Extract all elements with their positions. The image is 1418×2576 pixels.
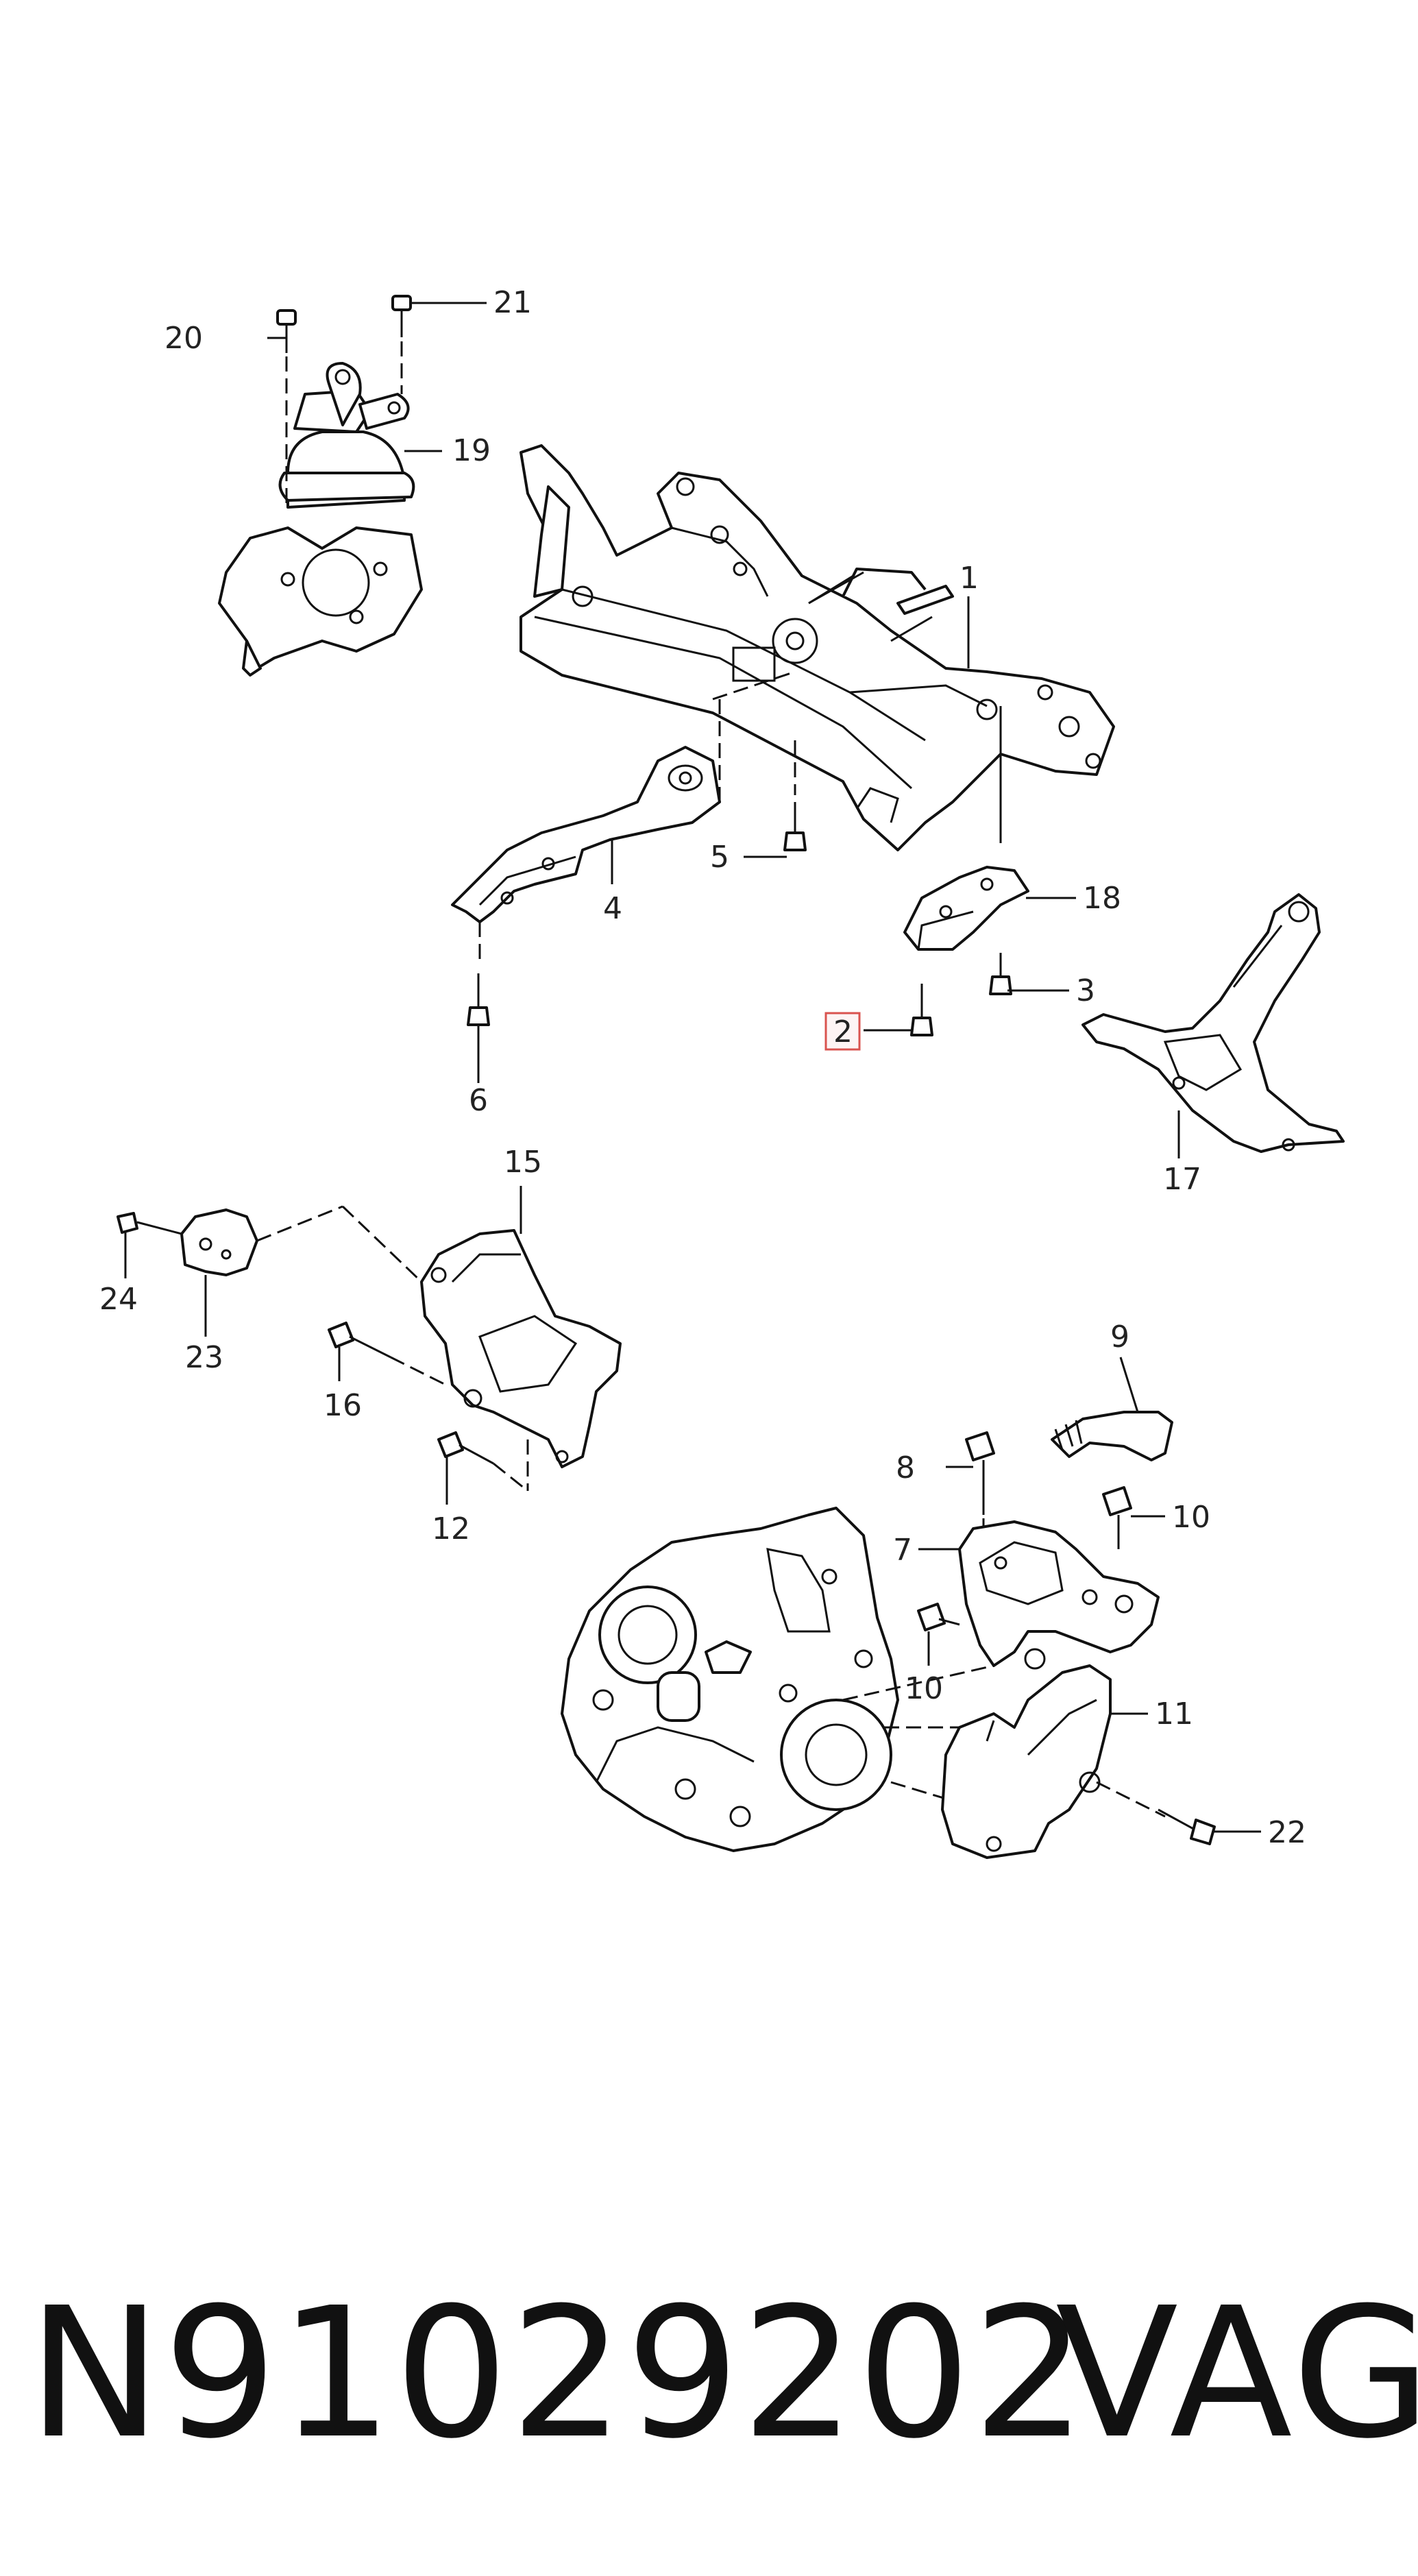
callout-22: 22 (1268, 1815, 1306, 1850)
callout-17: 17 (1163, 1162, 1201, 1197)
subframe-1 (519, 444, 1115, 851)
bolt-5 (783, 802, 807, 851)
callout-20: 20 (164, 321, 203, 356)
bolt-20 (276, 309, 297, 507)
gearbox-mount-7 (958, 1520, 1160, 1670)
bolt-6 (467, 973, 490, 1069)
bolt-22 (1158, 1808, 1216, 1845)
torque-rod-4 (451, 670, 796, 963)
transmission (561, 1507, 994, 1852)
callout-1: 1 (959, 561, 979, 596)
long-bolts (808, 574, 933, 642)
callout-5: 5 (710, 840, 729, 875)
callout-8: 8 (896, 1450, 915, 1485)
bolt-8 (965, 1431, 995, 1535)
footer: N91029202 VAG (27, 2269, 1418, 2478)
control-arm-17 (1081, 893, 1345, 1153)
part-number: N91029202 (27, 2269, 1088, 2478)
callout-12: 12 (432, 1511, 470, 1546)
callout-7: 7 (893, 1533, 912, 1568)
bracket-23 (180, 1205, 343, 1276)
callout-18: 18 (1083, 881, 1121, 916)
bolt-16 (328, 1322, 446, 1386)
leader-lines (124, 302, 1261, 1833)
bolt-21 (391, 295, 412, 394)
callout-6: 6 (469, 1083, 488, 1118)
highlight-box-part-2 (824, 1012, 861, 1051)
bracket-11 (941, 1664, 1166, 1859)
bolt-24 (117, 1212, 182, 1235)
bolt-12 (437, 1431, 528, 1492)
boot-9 (1051, 1411, 1173, 1461)
callout-10b: 10 (905, 1671, 943, 1706)
bracket-15 (341, 1205, 622, 1491)
callout-24: 24 (99, 1282, 138, 1317)
bracket-18 (903, 866, 1029, 951)
bolt-3 (989, 953, 1012, 995)
callout-16: 16 (323, 1388, 362, 1423)
bolt-10-left (917, 1603, 960, 1631)
bolt-2 (910, 984, 933, 1036)
callout-11: 11 (1155, 1697, 1193, 1731)
callout-labels: 1 2 3 4 5 6 7 8 9 10 10 11 12 15 16 17 1… (99, 285, 1306, 1850)
bolt-10-right (1102, 1486, 1132, 1549)
callout-15: 15 (504, 1145, 542, 1180)
callout-21: 21 (493, 285, 532, 320)
callout-9: 9 (1110, 1320, 1129, 1354)
callout-2: 2 (833, 1014, 853, 1049)
engine-mount-19 (218, 362, 423, 677)
callout-3: 3 (1076, 973, 1095, 1008)
callout-4: 4 (603, 891, 622, 926)
brand-name: VAG (1055, 2269, 1418, 2478)
callout-10a: 10 (1172, 1500, 1210, 1535)
callout-23: 23 (185, 1340, 223, 1375)
callout-19: 19 (452, 433, 491, 468)
